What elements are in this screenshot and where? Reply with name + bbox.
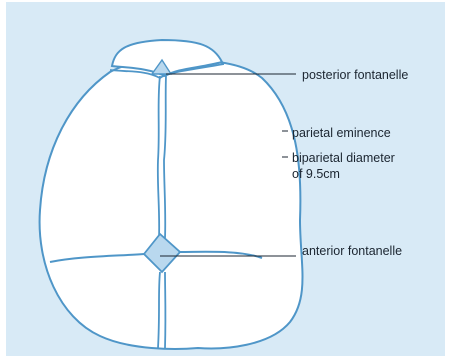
label-biparietal-diameter: biparietal diameter of 9.5cm: [292, 150, 395, 182]
label-biparietal-line2: of 9.5cm: [292, 167, 340, 181]
skull-outline: [40, 60, 303, 349]
label-posterior-fontanelle: posterior fontanelle: [302, 67, 408, 83]
label-parietal-eminence: parietal eminence: [292, 125, 391, 141]
label-biparietal-line1: biparietal diameter: [292, 151, 395, 165]
label-anterior-fontanelle: anterior fontanelle: [302, 243, 402, 259]
